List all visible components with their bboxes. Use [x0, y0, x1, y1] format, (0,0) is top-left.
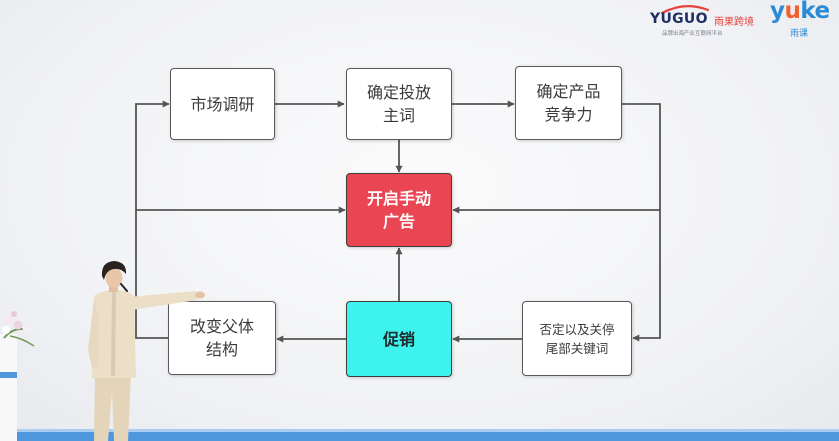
yuke-letters-ke: ke — [800, 0, 830, 24]
node-competitiveness: 确定产品 竞争力 — [515, 66, 622, 140]
yuke-wordmark: yuke — [770, 0, 830, 24]
yuke-logo: yuke 雨课 — [768, 0, 834, 40]
node-negative-keywords: 否定以及关停 尾部关键词 — [522, 301, 632, 376]
node-parent-structure: 改变父体 结构 — [168, 301, 276, 375]
yuguo-tagline: 品牌出海产业互联网平台 — [662, 31, 723, 37]
node-text-line: 促销 — [382, 329, 415, 349]
node-main-keywords: 确定投放 主词 — [346, 68, 452, 140]
node-manual-ads: 开启手动 广告 — [346, 173, 452, 247]
node-text-line: 确定产品 — [536, 82, 601, 101]
node-text-line: 市场调研 — [190, 94, 255, 114]
yuguo-swoosh-icon — [660, 5, 710, 14]
left-loop-to-market — [135, 100, 170, 339]
node-text-line: 主词 — [382, 106, 415, 125]
node-text-line: 改变父体 — [189, 317, 254, 336]
yuguo-brand-text: YUGUO — [650, 11, 708, 27]
node-text-line: 确定投放 — [366, 83, 431, 102]
yuke-cn-text: 雨课 — [790, 29, 809, 39]
node-text-line: 否定以及关停 — [539, 321, 615, 337]
node-market-research: 市场调研 — [170, 68, 275, 140]
node-promotion: 促销 — [346, 301, 452, 377]
yuguo-cn-text: 雨果跨境 — [714, 17, 754, 28]
yuke-letter-u: u — [784, 0, 801, 24]
node-text-line: 广告 — [382, 212, 415, 231]
yuke-letter-y: y — [770, 0, 785, 24]
podium — [0, 334, 17, 441]
node-text-line: 竞争力 — [544, 105, 593, 124]
stage-floor — [0, 432, 839, 441]
node-text-line: 尾部关键词 — [545, 340, 609, 356]
yuguo-logo: YUGUO 雨果跨境 品牌出海产业互联网平台 — [646, 4, 764, 38]
node-text-line: 开启手动 — [366, 189, 431, 208]
node-text-line: 结构 — [205, 340, 238, 359]
flower-decoration-icon — [2, 311, 35, 347]
stage-floor-highlight — [0, 429, 839, 432]
